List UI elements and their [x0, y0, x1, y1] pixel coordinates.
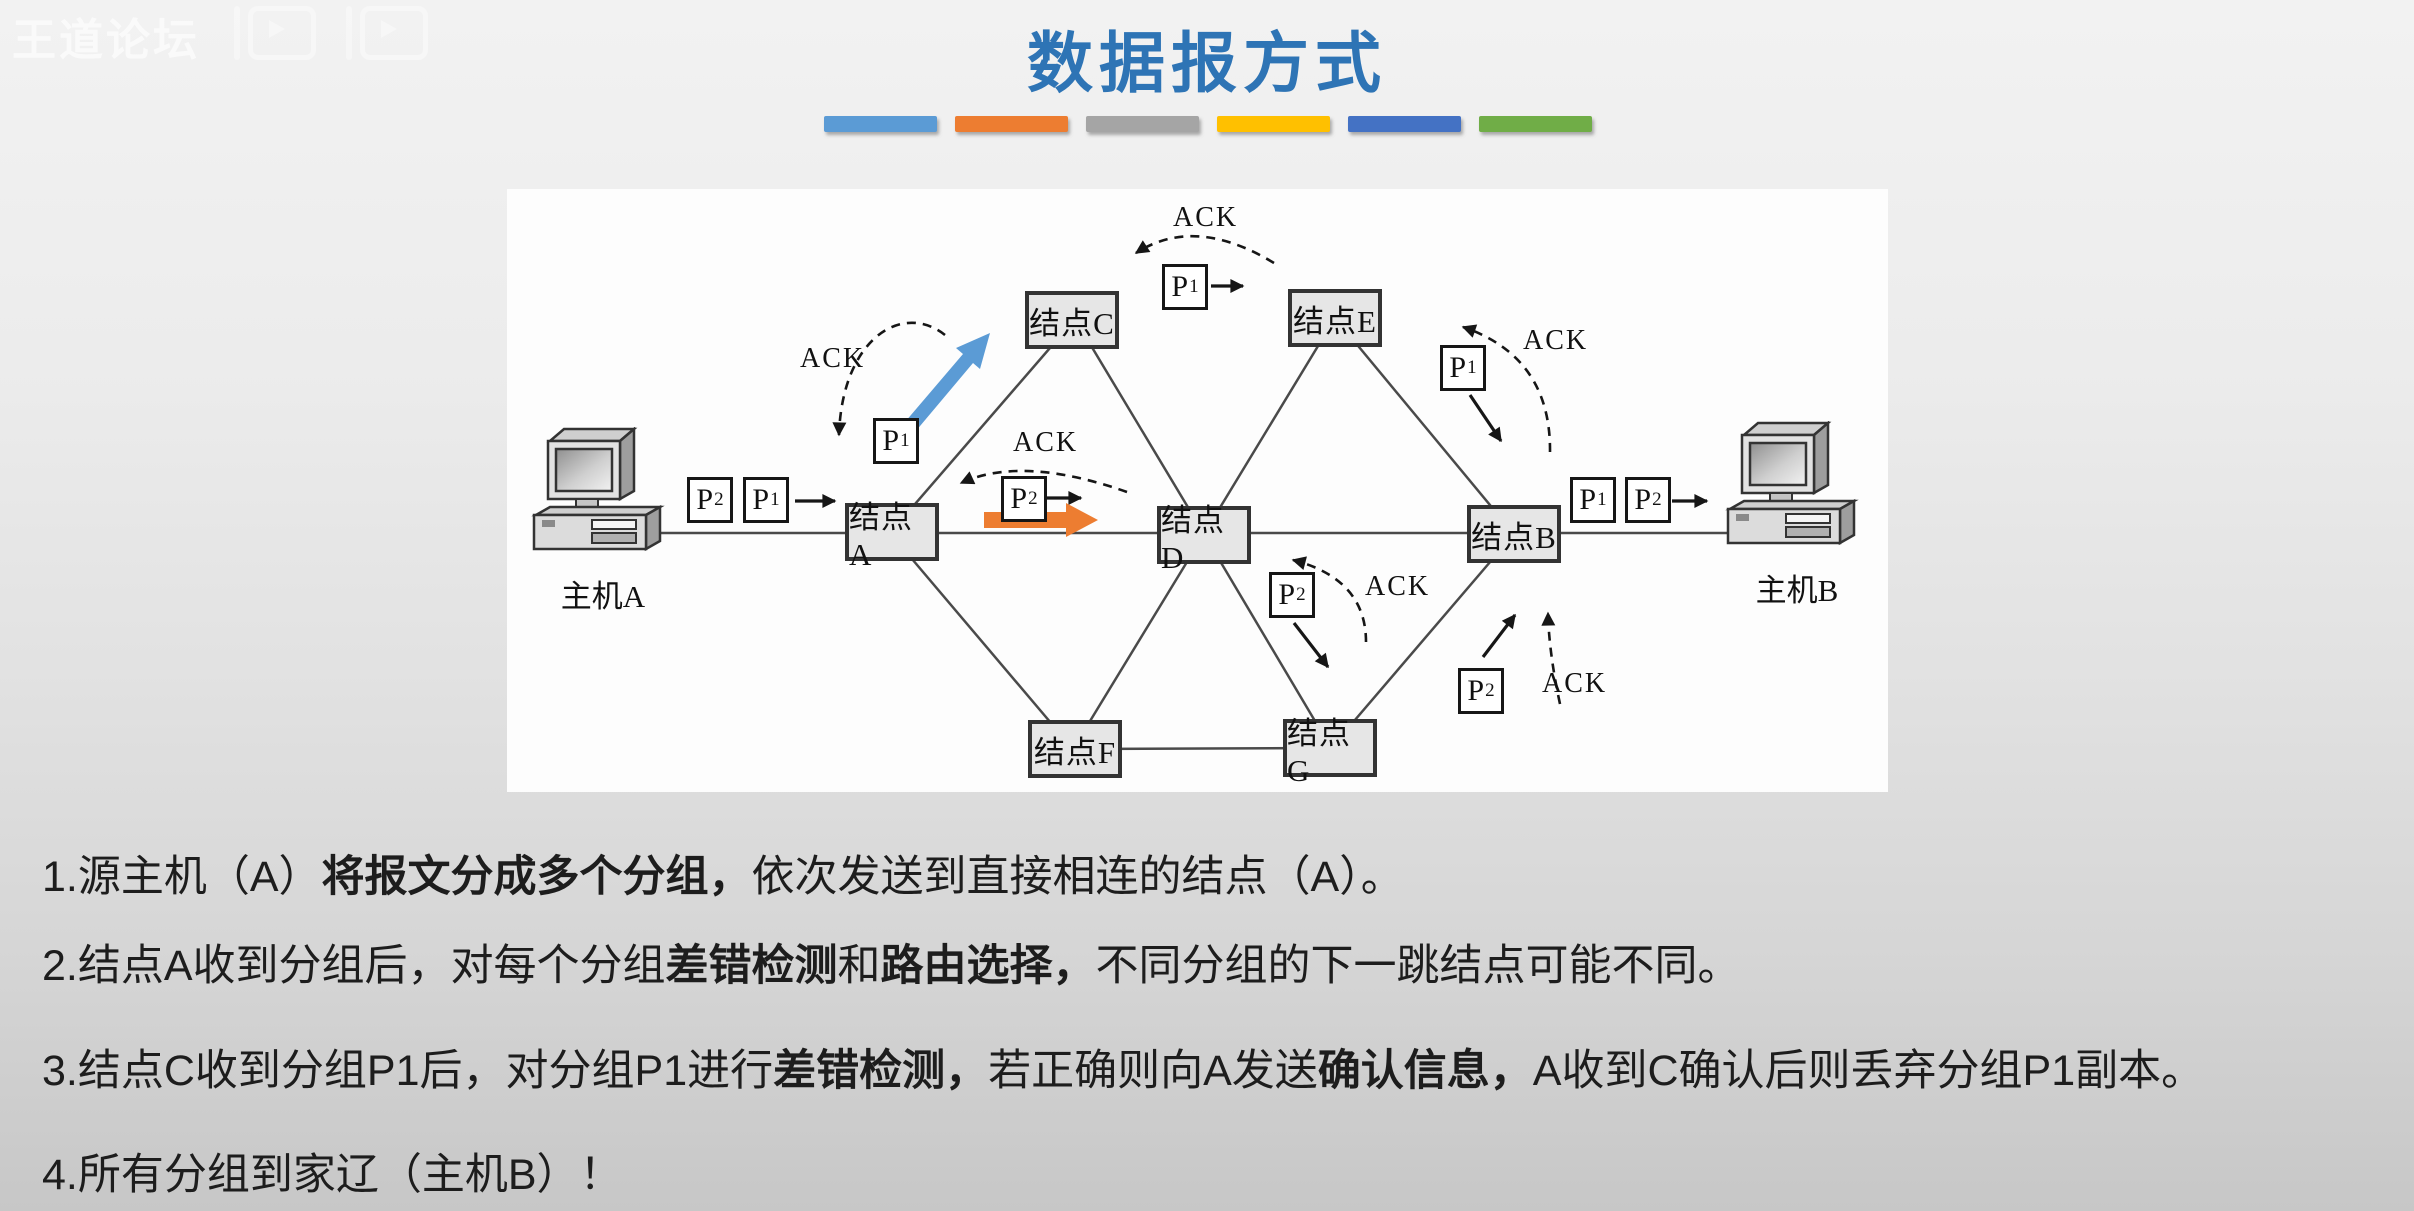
ack-arc-B-to-G — [1541, 611, 1562, 705]
ack-label-B-to-G: ACK — [1542, 668, 1608, 699]
host-b: 主机B — [1715, 421, 1879, 610]
link-D-F — [1071, 533, 1206, 750]
ack-label-D-to-A: ACK — [1013, 427, 1079, 458]
accent-bar — [1086, 116, 1199, 132]
watermark-brand-text: 王道论坛 — [12, 16, 200, 65]
note-text: 不同分组的下一跳结点可能不同。 — [1095, 942, 1741, 990]
ack-label-E-to-C: ACK — [1173, 202, 1239, 233]
host-b-label: 主机B — [1755, 573, 1839, 608]
node-e: 结点E — [1288, 289, 1382, 347]
link-A-F — [889, 532, 1074, 750]
note-line-4: 4.所有分组到家辽（主机B）！ — [42, 1140, 623, 1202]
note-text: 若正确则向A发送 — [988, 1047, 1318, 1095]
accent-bar — [1479, 116, 1592, 132]
p1-route-arrow-blue — [905, 333, 990, 432]
ack-arc-E-to-C — [1134, 234, 1275, 265]
link-D-G — [1202, 533, 1333, 749]
note-text: A收到C确认后则丢弃分组P1副本。 — [1532, 1047, 2205, 1095]
arrow-D-to-G — [1292, 622, 1330, 669]
note-text: 1.源主机（A） — [42, 853, 322, 901]
link-D-E — [1202, 317, 1337, 535]
note-line-3: 3.结点C收到分组P1后，对分组P1进行差错检测，若正确则向A发送确认信息，A收… — [42, 1036, 2204, 1098]
note-text: 2.结点A收到分组后，对每个分组 — [42, 942, 666, 990]
accent-bars — [824, 116, 1592, 132]
host-a-label: 主机A — [560, 579, 646, 614]
note-text-bold: 路由选择， — [880, 942, 1096, 990]
page-title: 数据报方式 — [1027, 26, 1387, 100]
note-text-bold: 差错检测， — [773, 1047, 989, 1095]
accent-bar — [955, 116, 1068, 132]
note-text: 4.所有分组到家辽（主机B）！ — [42, 1151, 623, 1199]
link-C-D — [1073, 318, 1206, 535]
ack-arcs — [832, 234, 1562, 705]
ack-arc-C-to-A — [832, 321, 946, 437]
note-line-2: 2.结点A收到分组后，对每个分组差错检测和路由选择，不同分组的下一跳结点可能不同… — [42, 931, 1741, 993]
play-badge-icon — [346, 6, 428, 60]
node-d: 结点D — [1157, 503, 1251, 575]
ack-label-C-to-A: ACK — [800, 343, 866, 374]
ack-label-B-to-E: ACK — [1523, 325, 1589, 356]
ack-arc-B-to-E — [1461, 324, 1552, 453]
ack-label-G-to-D: ACK — [1365, 571, 1431, 602]
note-text-bold: 确认信息， — [1317, 1047, 1533, 1095]
note-text: 3.结点C收到分组P1后，对分组P1进行 — [42, 1047, 774, 1095]
accent-bar — [824, 116, 937, 132]
arrow-G-to-B — [1481, 613, 1517, 658]
ack-arc-D-to-A — [959, 469, 1128, 494]
node-c: 结点C — [1025, 291, 1119, 349]
note-text-bold: 差错检测 — [665, 942, 838, 990]
link-E-B — [1334, 317, 1515, 535]
note-line-1: 1.源主机（A）将报文分成多个分组，依次发送到直接相连的结点（A）。 — [42, 842, 1404, 904]
play-badge-icon — [234, 6, 316, 60]
accent-bar — [1348, 116, 1461, 132]
ack-arc-G-to-D — [1291, 556, 1368, 643]
link-A-C — [889, 318, 1076, 534]
node-b: 结点B — [1467, 505, 1561, 563]
node-a: 结点A — [845, 500, 939, 572]
note-text-bold: 将报文分成多个分组， — [321, 853, 752, 901]
link-G-B — [1330, 533, 1515, 749]
arrow-E-to-B — [1468, 394, 1503, 443]
note-text: 和 — [837, 942, 881, 990]
computer-icon — [528, 427, 678, 562]
node-f: 结点F — [1028, 720, 1122, 778]
computer-icon — [1722, 421, 1872, 556]
bilibili-watermark-icon — [234, 6, 428, 60]
packet-direction-arrows — [795, 279, 1709, 669]
note-text: 依次发送到直接相连的结点（A）。 — [751, 853, 1404, 901]
host-a: 主机A — [521, 427, 685, 616]
accent-bar — [1217, 116, 1330, 132]
watermark: 王道论坛 — [12, 4, 428, 68]
node-g: 结点G — [1283, 716, 1377, 788]
